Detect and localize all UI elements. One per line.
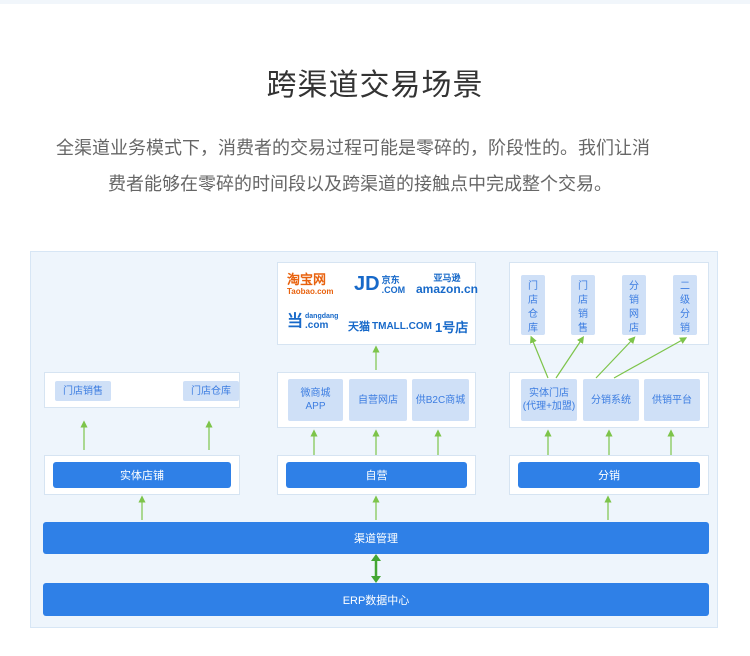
arrow-dist-secondary xyxy=(613,337,688,379)
distribution-top-panel: 门 店 仓 库 门 店 销 售 分 销 网 店 二 级 分 销 xyxy=(509,262,709,345)
self-run-bar: 自营 xyxy=(286,462,467,488)
top-divider xyxy=(0,0,750,4)
distribution-bar-panel: 分销 xyxy=(509,455,709,495)
offline-item-store-warehouse: 门店仓库 xyxy=(183,381,239,401)
jd-logo: JD 京东 .COM xyxy=(354,273,406,295)
taobao-logo: 淘宝网 Taobao.com xyxy=(287,272,334,297)
b2c-mall-supply: 供B2C商城 xyxy=(412,379,469,421)
offline-items-panel: 门店销售 门店仓库 xyxy=(44,372,240,408)
description-line-1: 全渠道业务模式下，消费者的交易过程可能是零碎的，阶段性的。我们让消 xyxy=(56,138,650,158)
distribution-system: 分销系统 xyxy=(583,379,639,421)
channel-management-bar: 渠道管理 xyxy=(43,522,709,554)
yhd-logo: 1号店 xyxy=(435,320,469,335)
distribution-items-panel: 实体门店 (代理+加盟) 分销系统 供销平台 xyxy=(509,372,709,428)
distribution-online-store: 分 销 网 店 xyxy=(622,275,646,335)
erp-data-center-bar: ERP数据中心 xyxy=(43,583,709,616)
supply-platform: 供销平台 xyxy=(644,379,700,421)
dangdang-logo: 当 dangdang .com xyxy=(287,313,339,331)
arrow-store-sales xyxy=(555,336,584,379)
page-title: 跨渠道交易场景 xyxy=(266,69,484,102)
description-line-2: 费者能够在零碎的时间段以及跨渠道的接触点中完成整个交易。 xyxy=(108,174,612,194)
self-run-online-store: 自营网店 xyxy=(349,379,407,421)
physical-store-bar: 实体店铺 xyxy=(53,462,231,488)
distribution-secondary: 二 级 分 销 xyxy=(673,275,697,335)
amazon-logo: 亚马逊 amazon.cn xyxy=(416,273,479,296)
wechat-mall-app: 微商城 APP xyxy=(288,379,343,421)
self-run-bar-panel: 自营 xyxy=(277,455,476,495)
offline-item-store-sales: 门店销售 xyxy=(55,381,111,401)
self-run-items-panel: 微商城 APP 自营网店 供B2C商城 xyxy=(277,372,476,428)
distribution-store-sales: 门 店 销 售 xyxy=(571,275,595,335)
tmall-logo: 天猫 TMALL.COM xyxy=(348,320,432,334)
platforms-panel: 淘宝网 Taobao.com JD 京东 .COM 亚马逊 amazon.cn … xyxy=(277,262,479,345)
physical-store-agency: 实体门店 (代理+加盟) xyxy=(521,379,577,421)
arrow-store-warehouse xyxy=(530,335,549,379)
distribution-bar: 分销 xyxy=(518,462,700,488)
distribution-store-warehouse: 门 店 仓 库 xyxy=(521,275,545,335)
offline-bar-panel: 实体店铺 xyxy=(44,455,240,495)
arrow-dist-online xyxy=(595,336,636,379)
connector-arrows xyxy=(80,335,688,583)
page-description: 全渠道业务模式下，消费者的交易过程可能是零碎的，阶段性的。我们让消 费者能够在零… xyxy=(52,130,720,202)
channel-diagram: 门店销售 门店仓库 实体店铺 淘宝网 Taobao.com JD 京东 .COM… xyxy=(30,251,718,628)
